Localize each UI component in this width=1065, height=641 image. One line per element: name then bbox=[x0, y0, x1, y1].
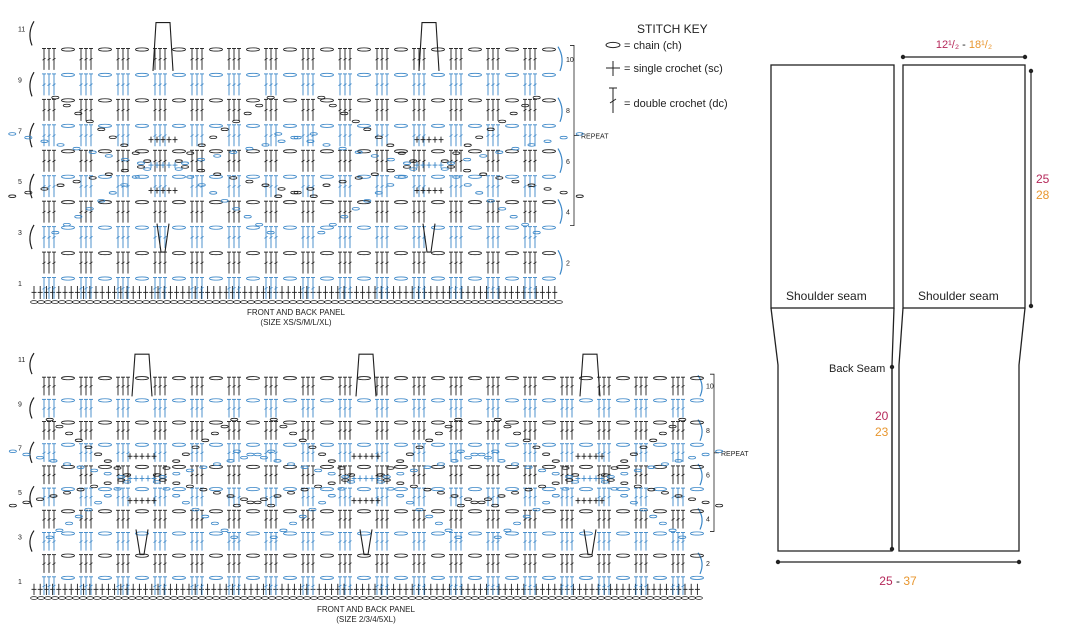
row-number-right: 6 bbox=[566, 159, 570, 166]
chain-symbol-icon bbox=[605, 41, 621, 49]
back-seam-label: Back Seam bbox=[829, 363, 885, 375]
row-number-right: 10 bbox=[706, 384, 714, 391]
stitch-key-dc: = double crochet (dc) bbox=[624, 98, 728, 110]
left-lower-panel bbox=[770, 307, 895, 552]
chart-subtitle-plus: (SIZE 2/3/4/5XL) bbox=[336, 615, 396, 624]
shoulder-seam-left-label: Shoulder seam bbox=[786, 289, 867, 303]
row-number-left: 3 bbox=[18, 534, 22, 541]
double-crochet-symbol-icon bbox=[609, 87, 617, 113]
row-number-right: 8 bbox=[566, 108, 570, 115]
stitch-key-title: STITCH KEY bbox=[637, 22, 708, 36]
garment-schematic: 12¹/₂ - 18¹/₂ 25 28 Shoulder seam Should… bbox=[770, 39, 1050, 588]
chart-title-small: FRONT AND BACK PANEL bbox=[247, 308, 346, 317]
repeat-label: REPEAT bbox=[581, 134, 609, 141]
row-number-left: 9 bbox=[18, 401, 22, 408]
top-width-label: 12¹/₂ - 18¹/₂ bbox=[936, 39, 992, 51]
row-number-left: 11 bbox=[18, 26, 25, 33]
row-number-right: 4 bbox=[566, 210, 570, 217]
right-upper-panel bbox=[902, 64, 1026, 309]
row-number-right: 6 bbox=[706, 472, 710, 479]
single-crochet-symbol-icon bbox=[606, 61, 620, 76]
left-upper-panel bbox=[770, 64, 895, 309]
stitch-key-chain: = chain (ch) bbox=[624, 40, 682, 52]
crochet-chart-plus-sizes: 11 9 7 5 3 1 10 8 6 4 2 REPEAT bbox=[8, 352, 749, 600]
row-number-right: 10 bbox=[566, 57, 574, 64]
row-number-left: 7 bbox=[18, 446, 22, 453]
row-number-right: 8 bbox=[706, 428, 710, 435]
repeat-label: REPEAT bbox=[721, 451, 749, 458]
crochet-chart-small-sizes: 11 9 7 5 3 1 10 8 6 4 2 REPEAT bbox=[8, 20, 609, 304]
row-number-right: 2 bbox=[566, 261, 570, 268]
chart-subtitle-small: (SIZE XS/S/M/L/XL) bbox=[260, 318, 331, 327]
row-number-left: 1 bbox=[18, 579, 22, 586]
stitch-key-sc: = single crochet (sc) bbox=[624, 63, 723, 75]
row-number-left: 11 bbox=[18, 357, 25, 364]
upper-height-large: 28 bbox=[1036, 188, 1050, 202]
row-number-left: 9 bbox=[18, 77, 22, 84]
upper-height-small: 25 bbox=[1036, 172, 1050, 186]
row-number-left: 3 bbox=[18, 230, 22, 237]
right-lower-panel bbox=[898, 307, 1026, 552]
row-number-left: 1 bbox=[18, 281, 22, 288]
row-number-right: 4 bbox=[706, 517, 710, 524]
bottom-width-label: 25 - 37 bbox=[879, 574, 917, 588]
lower-height-small: 20 bbox=[875, 409, 889, 423]
row-number-left: 5 bbox=[18, 179, 22, 186]
lower-height-large: 23 bbox=[875, 425, 889, 439]
chart-title-plus: FRONT AND BACK PANEL bbox=[317, 605, 416, 614]
row-number-right: 2 bbox=[706, 561, 710, 568]
row-number-left: 7 bbox=[18, 128, 22, 135]
row-number-left: 5 bbox=[18, 490, 22, 497]
shoulder-seam-right-label: Shoulder seam bbox=[918, 289, 999, 303]
stitch-key: STITCH KEY = chain (ch) = single crochet… bbox=[605, 22, 728, 113]
